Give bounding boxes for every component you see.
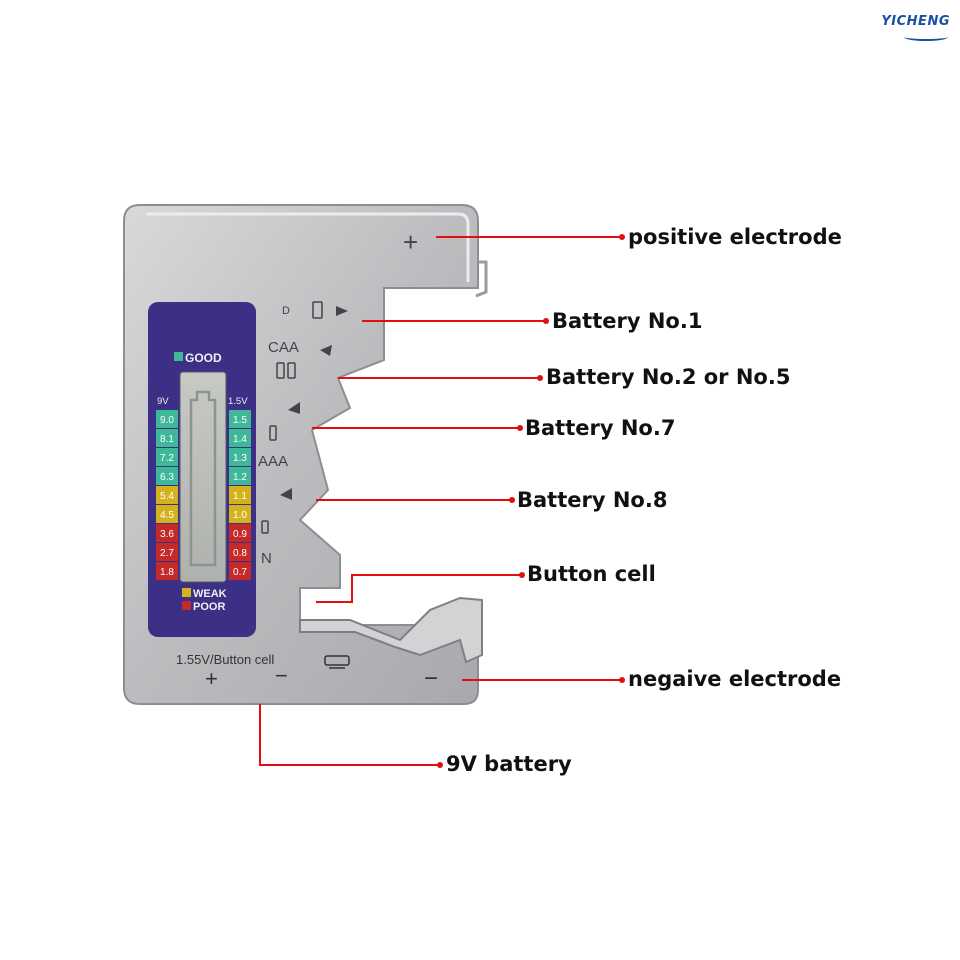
right-voltage-value: 1.3 [233, 453, 247, 464]
callout-battery-no2: Battery No.2 or No.5 [546, 365, 791, 389]
left-voltage-value: 9.0 [160, 415, 174, 426]
aaa-arrow-icon [288, 402, 300, 414]
bottom-plus-sign: + [205, 666, 218, 691]
right-voltage-cell [229, 467, 251, 485]
positive-contact-spring [475, 260, 488, 298]
left-voltage-value: 3.6 [160, 529, 174, 540]
lcd-screen [179, 371, 227, 583]
right-voltage-value: 1.4 [233, 434, 247, 445]
good-swatch [174, 352, 183, 361]
poor-swatch [182, 601, 191, 610]
d-arrow-icon [336, 306, 348, 316]
col-left-head: 9V [157, 396, 169, 407]
left-voltage-cell [156, 543, 178, 561]
c-battery-icon [276, 362, 285, 379]
top-plus-sign: + [403, 227, 418, 257]
negative-slider-bracket [299, 596, 483, 664]
right-voltage-cell [229, 562, 251, 580]
callout-button-cell: Button cell [527, 562, 656, 586]
legend-poor: POOR [193, 601, 225, 613]
bottom-label: 1.55V/Button cell [176, 652, 274, 667]
n-arrow-icon [280, 488, 292, 500]
right-voltage-cell [229, 448, 251, 466]
callout-9v-battery: 9V battery [446, 752, 572, 776]
left-voltage-cell [156, 429, 178, 447]
left-value-column: 9.0 8.1 7.2 6.3 5.4 4.5 3.6 2.7 1.8 [156, 410, 178, 580]
left-voltage-value: 5.4 [160, 491, 174, 502]
leader-lines [259, 236, 622, 766]
legend-weak: WEAK [193, 588, 227, 600]
slot-caa-label: CAA [268, 339, 299, 356]
n-battery-icon [261, 520, 269, 534]
weak-swatch [182, 588, 191, 597]
left-voltage-cell [156, 524, 178, 542]
right-voltage-cell [229, 486, 251, 504]
left-voltage-cell [156, 486, 178, 504]
leader-dots [437, 234, 625, 768]
left-voltage-value: 8.1 [160, 434, 174, 445]
slot-aaa-label: AAA [258, 453, 288, 470]
callout-battery-no7: Battery No.7 [525, 416, 676, 440]
callout-negative-electrode: negaive electrode [628, 667, 842, 691]
leader-9v [259, 704, 440, 766]
left-voltage-cell [156, 467, 178, 485]
lcd-battery-outline-icon [189, 390, 217, 567]
right-voltage-cell [229, 543, 251, 561]
right-voltage-cell [229, 524, 251, 542]
callout-battery-no8: Battery No.8 [517, 488, 668, 512]
left-voltage-value: 2.7 [160, 548, 174, 559]
slot-n-label: N [261, 550, 272, 567]
left-voltage-cell [156, 448, 178, 466]
brand-swoosh-icon [904, 33, 948, 41]
bottom-minus-sign: − [275, 663, 288, 688]
slot-d-label: D [282, 305, 290, 317]
right-voltage-cell [229, 505, 251, 523]
left-voltage-value: 6.3 [160, 472, 174, 483]
right-voltage-cell [229, 429, 251, 447]
left-voltage-value: 7.2 [160, 453, 174, 464]
right-voltage-value: 0.7 [233, 567, 247, 578]
right-voltage-value: 1.1 [233, 491, 247, 502]
brand-logo: YICHENG [881, 14, 950, 29]
left-voltage-cell [156, 505, 178, 523]
caa-arrow-icon [320, 345, 332, 356]
left-voltage-cell [156, 410, 178, 428]
button-cell-icon [324, 655, 350, 666]
right-voltage-value: 0.8 [233, 548, 247, 559]
right-voltage-value: 1.2 [233, 472, 247, 483]
left-voltage-cell [156, 562, 178, 580]
callout-positive-electrode: positive electrode [628, 225, 842, 249]
right-minus-sign: − [424, 665, 438, 692]
callout-battery-no1: Battery No.1 [552, 309, 703, 333]
leader-button [316, 574, 522, 603]
right-voltage-value: 1.5 [233, 415, 247, 426]
left-voltage-value: 1.8 [160, 567, 174, 578]
right-value-column: 1.5 1.4 1.3 1.2 1.1 1.0 0.9 0.8 0.7 [229, 410, 251, 580]
left-voltage-value: 4.5 [160, 510, 174, 521]
col-right-head: 1.5V [228, 396, 248, 407]
scale-title: GOOD [185, 351, 222, 365]
aa-battery-icon [287, 362, 296, 379]
right-voltage-value: 1.0 [233, 510, 247, 521]
right-voltage-value: 0.9 [233, 529, 247, 540]
aaa-battery-icon [269, 425, 277, 441]
device-bevel [146, 212, 470, 282]
right-voltage-cell [229, 410, 251, 428]
d-battery-icon [312, 301, 323, 319]
